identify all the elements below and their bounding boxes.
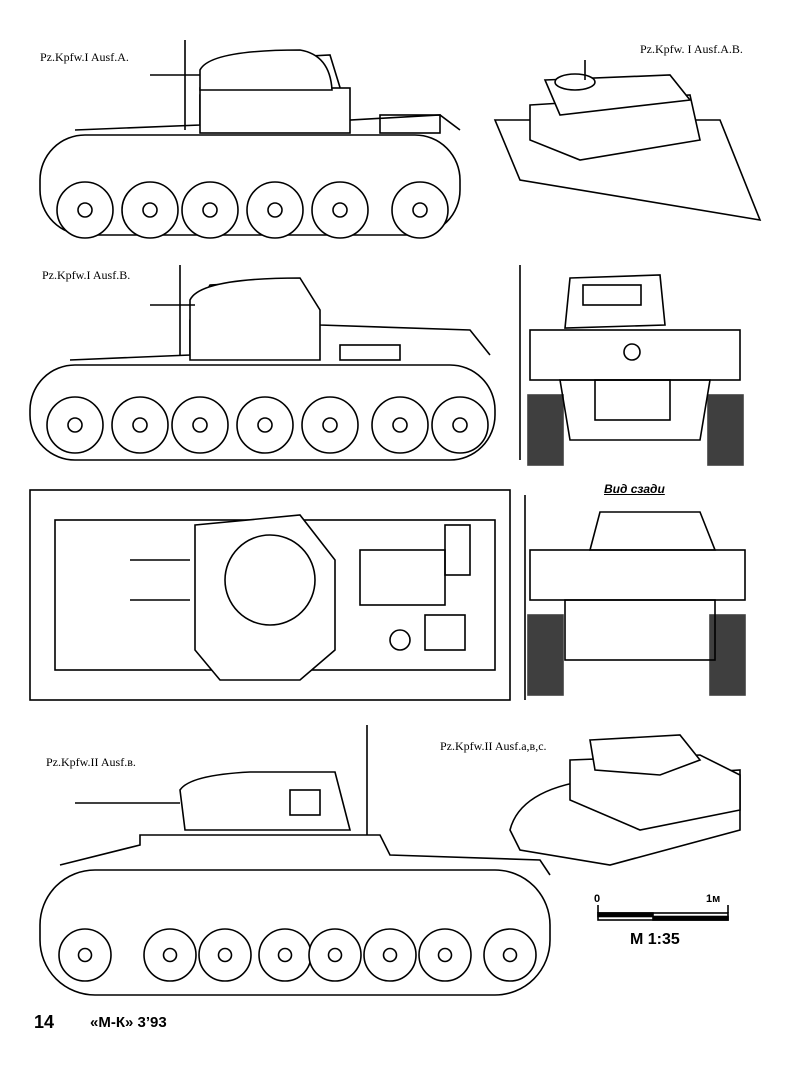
tank1-perspective-view (493, 60, 762, 222)
tank1-rear-view (524, 495, 746, 700)
road-wheel (391, 181, 449, 239)
wheel-hub (67, 417, 83, 433)
wheel-hub (277, 947, 293, 963)
wheel-hub (267, 202, 283, 218)
wheel-hub (437, 947, 453, 963)
scale-bar (597, 905, 729, 921)
road-wheel (198, 928, 252, 982)
road-wheel (363, 928, 417, 982)
wheel-hub (257, 417, 273, 433)
scale-ratio: M 1:35 (630, 931, 680, 948)
tank1-side-view (39, 40, 461, 236)
road-wheel (246, 181, 304, 239)
label-pzkpfw1-ausf-a: Pz.Kpfw.I Ausf.A. (40, 50, 129, 64)
road-wheel (111, 396, 169, 454)
wheel-hub (327, 947, 343, 963)
tank2-side-view (29, 265, 496, 461)
road-wheel (46, 396, 104, 454)
label-rear-view: Вид сзади (604, 482, 665, 496)
road-wheel (431, 396, 489, 454)
road-wheel (143, 928, 197, 982)
road-wheel (311, 181, 369, 239)
road-wheel (58, 928, 112, 982)
page-number: 14 (34, 1012, 55, 1032)
magazine-issue: «М-К» 3’93 (90, 1014, 167, 1031)
wheel-hub (502, 947, 518, 963)
wheel-hub (77, 202, 93, 218)
road-wheel (308, 928, 362, 982)
scale-zero: 0 (594, 893, 601, 905)
tank3-wheels (58, 928, 537, 982)
road-wheel (371, 396, 429, 454)
tank1-top-view (29, 489, 511, 701)
wheel-hub (202, 202, 218, 218)
label-pzkpfw2-ausf-abc: Pz.Kpfw.II Ausf.a,в,c. (440, 739, 547, 753)
scale-one-meter: 1м (706, 893, 721, 905)
road-wheel (258, 928, 312, 982)
wheel-hub (77, 947, 93, 963)
road-wheel (56, 181, 114, 239)
road-wheel (181, 181, 239, 239)
tank3-side-view (39, 725, 551, 996)
tank1-wheels (56, 181, 449, 239)
wheel-hub (382, 947, 398, 963)
road-wheel (236, 396, 294, 454)
label-pzkpfw1-ausf-ab: Pz.Kpfw. I Ausf.A.B. (640, 42, 743, 56)
tank1-front-view (519, 265, 744, 466)
label-pzkpfw1-ausf-b: Pz.Kpfw.I Ausf.B. (42, 268, 131, 282)
wheel-hub (332, 202, 348, 218)
road-wheel (301, 396, 359, 454)
wheel-hub (412, 202, 428, 218)
road-wheel (171, 396, 229, 454)
wheel-hub (162, 947, 178, 963)
wheel-hub (217, 947, 233, 963)
tank3-perspective-view (509, 734, 741, 866)
wheel-hub (392, 417, 408, 433)
wheel-hub (452, 417, 468, 433)
tank2-wheels (46, 396, 489, 454)
road-wheel (418, 928, 472, 982)
wheel-hub (132, 417, 148, 433)
wheel-hub (192, 417, 208, 433)
wheel-hub (142, 202, 158, 218)
wheel-hub (322, 417, 338, 433)
label-pzkpfw2-ausf-b: Pz.Kpfw.II Ausf.в. (46, 755, 136, 769)
road-wheel (483, 928, 537, 982)
road-wheel (121, 181, 179, 239)
